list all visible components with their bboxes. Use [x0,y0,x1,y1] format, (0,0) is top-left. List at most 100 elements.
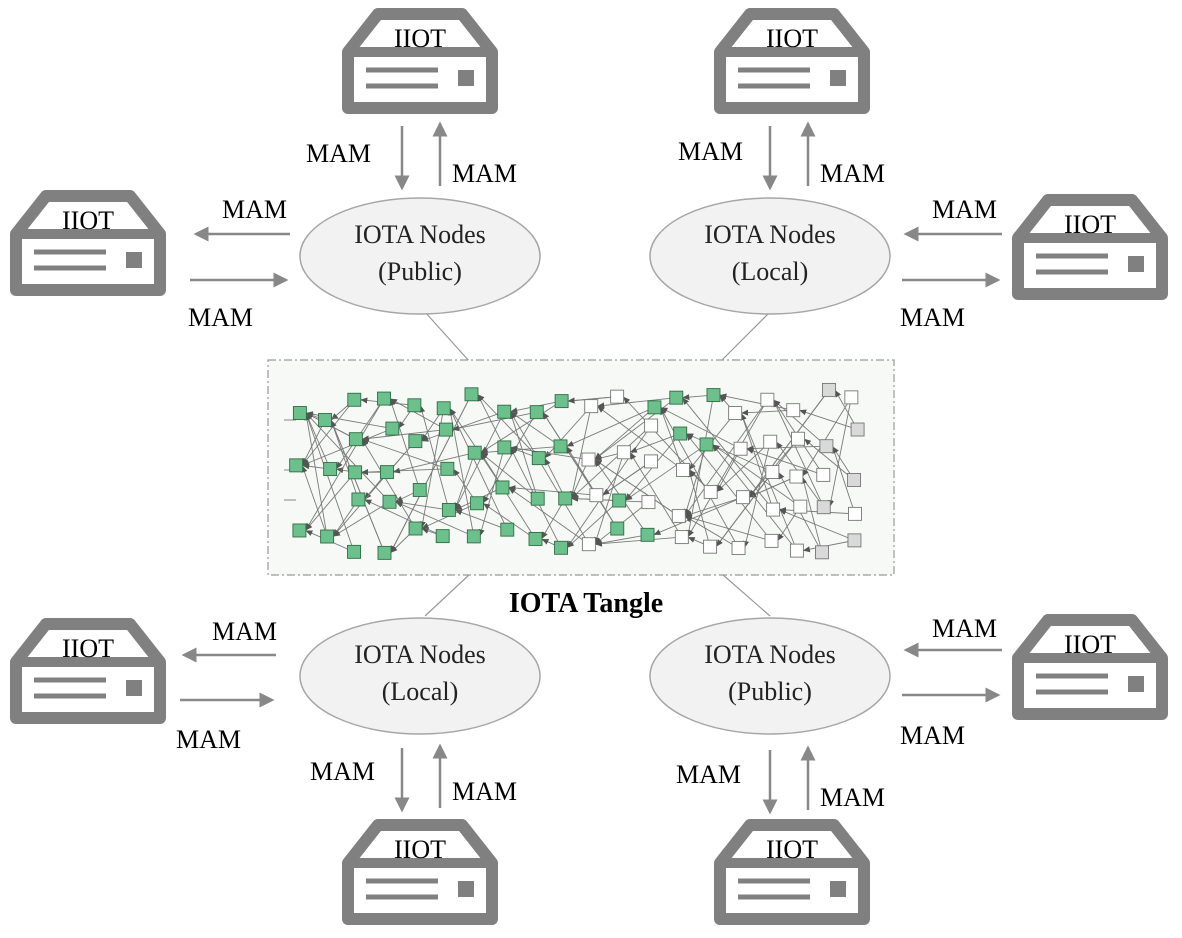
tangle-transaction-confirmed [531,492,544,505]
node-name: IOTA Nodes [354,640,486,669]
node-type: (Local) [732,257,809,286]
tangle-transaction-confirmed [321,530,334,543]
iota-node-top-left[interactable]: IOTA Nodes (Public) [300,198,540,314]
tangle-transaction-confirmed [409,435,422,448]
iiot-device-right-upper[interactable]: IIOT [1018,200,1162,294]
tangle-transaction-pending [761,393,774,406]
device-label: IIOT [766,24,818,53]
device-label: IIOT [62,206,114,235]
device-label: IIOT [1064,630,1116,659]
tangle-transaction-confirmed [293,524,306,537]
tangle-transaction-confirmed [442,503,455,516]
mam-label: MAM [452,159,517,188]
tangle-transaction-confirmed [413,483,426,496]
tangle-transaction-pending [672,510,685,523]
tangle-transaction-confirmed [290,459,303,472]
iiot-device-top-left[interactable]: IIOT [348,14,492,108]
mam-label: MAM [212,617,277,646]
iota-node-bottom-left[interactable]: IOTA Nodes (Local) [300,618,540,734]
tangle-transaction-confirmed [554,440,567,453]
node-ellipse [650,618,890,734]
mam-label: MAM [310,757,375,786]
tangle-transaction-confirmed [383,495,396,508]
tangle-transaction-pending [617,446,630,459]
tangle-transaction-tip [815,546,828,559]
tangle-transaction-confirmed [437,402,450,415]
tangle-transaction-confirmed [532,452,545,465]
tangle-transaction-confirmed [352,493,365,506]
mam-label: MAM [900,303,965,332]
tangle-transaction-pending [766,465,779,478]
tangle-transaction-confirmed [440,423,453,436]
tangle-transaction-confirmed [498,405,511,418]
tangle-transaction-pending [645,455,658,468]
tangle-transaction-confirmed [611,522,624,535]
tangle-transaction-pending [765,534,778,547]
node-name: IOTA Nodes [704,640,836,669]
iiot-device-bottom-left[interactable]: IIOT [348,825,492,919]
tangle-transaction-tip [848,473,861,486]
mam-label: MAM [820,159,885,188]
tangle-transaction-pending [676,463,689,476]
iiot-device-top-right[interactable]: IIOT [720,14,864,108]
tangle-transaction-pending [729,407,742,420]
tangle-transaction-confirmed [377,392,390,405]
tangle-transaction-pending [794,500,807,513]
tangle-transaction-pending [590,489,603,502]
tangle-transaction-pending [704,485,717,498]
iiot-device-left-upper[interactable]: IIOT [16,196,160,290]
tangle-transaction-pending [764,435,777,448]
tangle-transaction-confirmed [707,389,720,402]
tangle-transaction-pending [675,531,688,544]
tangle-transaction-pending [704,540,717,553]
tangle-transaction-pending [767,503,780,516]
iiot-device-right-lower[interactable]: IIOT [1018,620,1162,714]
node-type: (Local) [382,677,459,706]
tangle-transaction-confirmed [465,388,478,401]
tangle-transaction-confirmed [530,406,543,419]
tangle-transaction-pending [585,400,598,413]
tangle-transaction-pending [790,544,803,557]
tangle-transaction-pending [792,432,805,445]
mam-label: MAM [820,783,885,812]
tangle-transaction-confirmed [409,522,422,535]
mam-label: MAM [676,760,741,789]
device-label: IIOT [394,24,446,53]
mam-label: MAM [176,725,241,754]
tangle-transaction-confirmed [559,492,572,505]
node-ellipse [300,618,540,734]
tangle-transaction-pending [817,468,830,481]
tangle-transaction-pending [845,391,858,404]
node-name: IOTA Nodes [704,220,836,249]
node-ellipse [300,198,540,314]
mam-label: MAM [306,139,371,168]
tangle-transaction-confirmed [529,532,542,545]
tangle-transaction-confirmed [468,446,481,459]
tangle-transaction-pending [790,470,803,483]
iota-node-top-right[interactable]: IOTA Nodes (Local) [650,198,890,314]
tangle-transaction-pending [787,404,800,417]
tangle-transaction-confirmed [436,530,449,543]
iiot-device-bottom-right[interactable]: IIOT [720,825,864,919]
node-ellipse [650,198,890,314]
device-label: IIOT [62,634,114,663]
tangle-transaction-confirmed [348,545,361,558]
tangle-title: IOTA Tangle [509,588,663,619]
iiot-device-left-lower[interactable]: IIOT [16,624,160,718]
tangle-transaction-pending [645,419,658,432]
tangle-transaction-tip [822,383,835,396]
tangle-transaction-pending [732,542,745,555]
tangle-transaction-confirmed [293,407,306,420]
tangle-transaction-confirmed [700,438,713,451]
tangle-transaction-tip [848,534,861,547]
tangle-transaction-confirmed [349,433,362,446]
tangle-transaction-confirmed [349,466,362,479]
tangle-transaction-confirmed [613,494,626,507]
node-name: IOTA Nodes [354,220,486,249]
iota-node-bottom-right[interactable]: IOTA Nodes (Public) [650,618,890,734]
tangle-transaction-confirmed [555,541,568,554]
iota-tangle-panel [268,360,894,575]
tangle-transaction-pending [734,442,747,455]
tangle-transaction-pending [582,538,595,551]
node-type: (Public) [378,257,462,286]
